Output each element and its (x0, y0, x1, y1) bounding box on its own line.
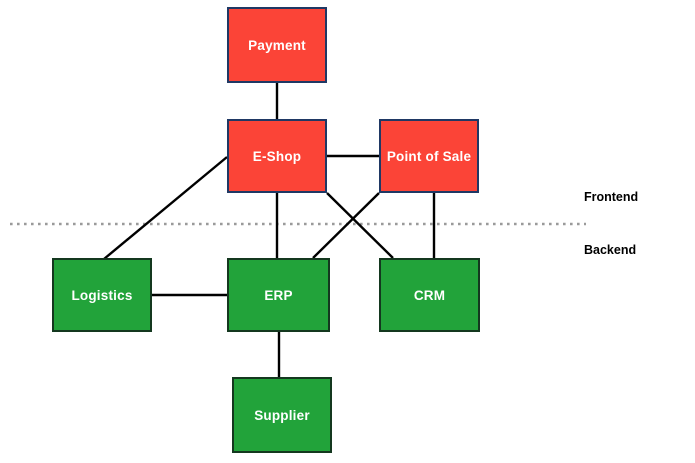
node-point-of-sale[interactable]: Point of Sale (379, 119, 479, 193)
node-eshop[interactable]: E-Shop (227, 119, 327, 193)
node-supplier[interactable]: Supplier (232, 377, 332, 453)
node-crm[interactable]: CRM (379, 258, 480, 332)
edge-pos-erp (312, 192, 380, 259)
node-payment[interactable]: Payment (227, 7, 327, 83)
node-label-crm: CRM (413, 287, 446, 303)
node-label-point-of-sale: Point of Sale (386, 148, 472, 164)
node-label-logistics: Logistics (71, 287, 133, 303)
node-label-erp: ERP (264, 287, 293, 303)
edge-eshop-logistics (103, 156, 228, 260)
zone-label-frontend: Frontend (584, 190, 639, 204)
node-erp[interactable]: ERP (227, 258, 330, 332)
zone-label-backend: Backend (584, 243, 637, 257)
node-label-supplier: Supplier (254, 407, 310, 423)
node-label-eshop: E-Shop (252, 148, 302, 164)
node-logistics[interactable]: Logistics (52, 258, 152, 332)
edge-eshop-crm (326, 192, 394, 259)
node-label-payment: Payment (248, 37, 306, 53)
